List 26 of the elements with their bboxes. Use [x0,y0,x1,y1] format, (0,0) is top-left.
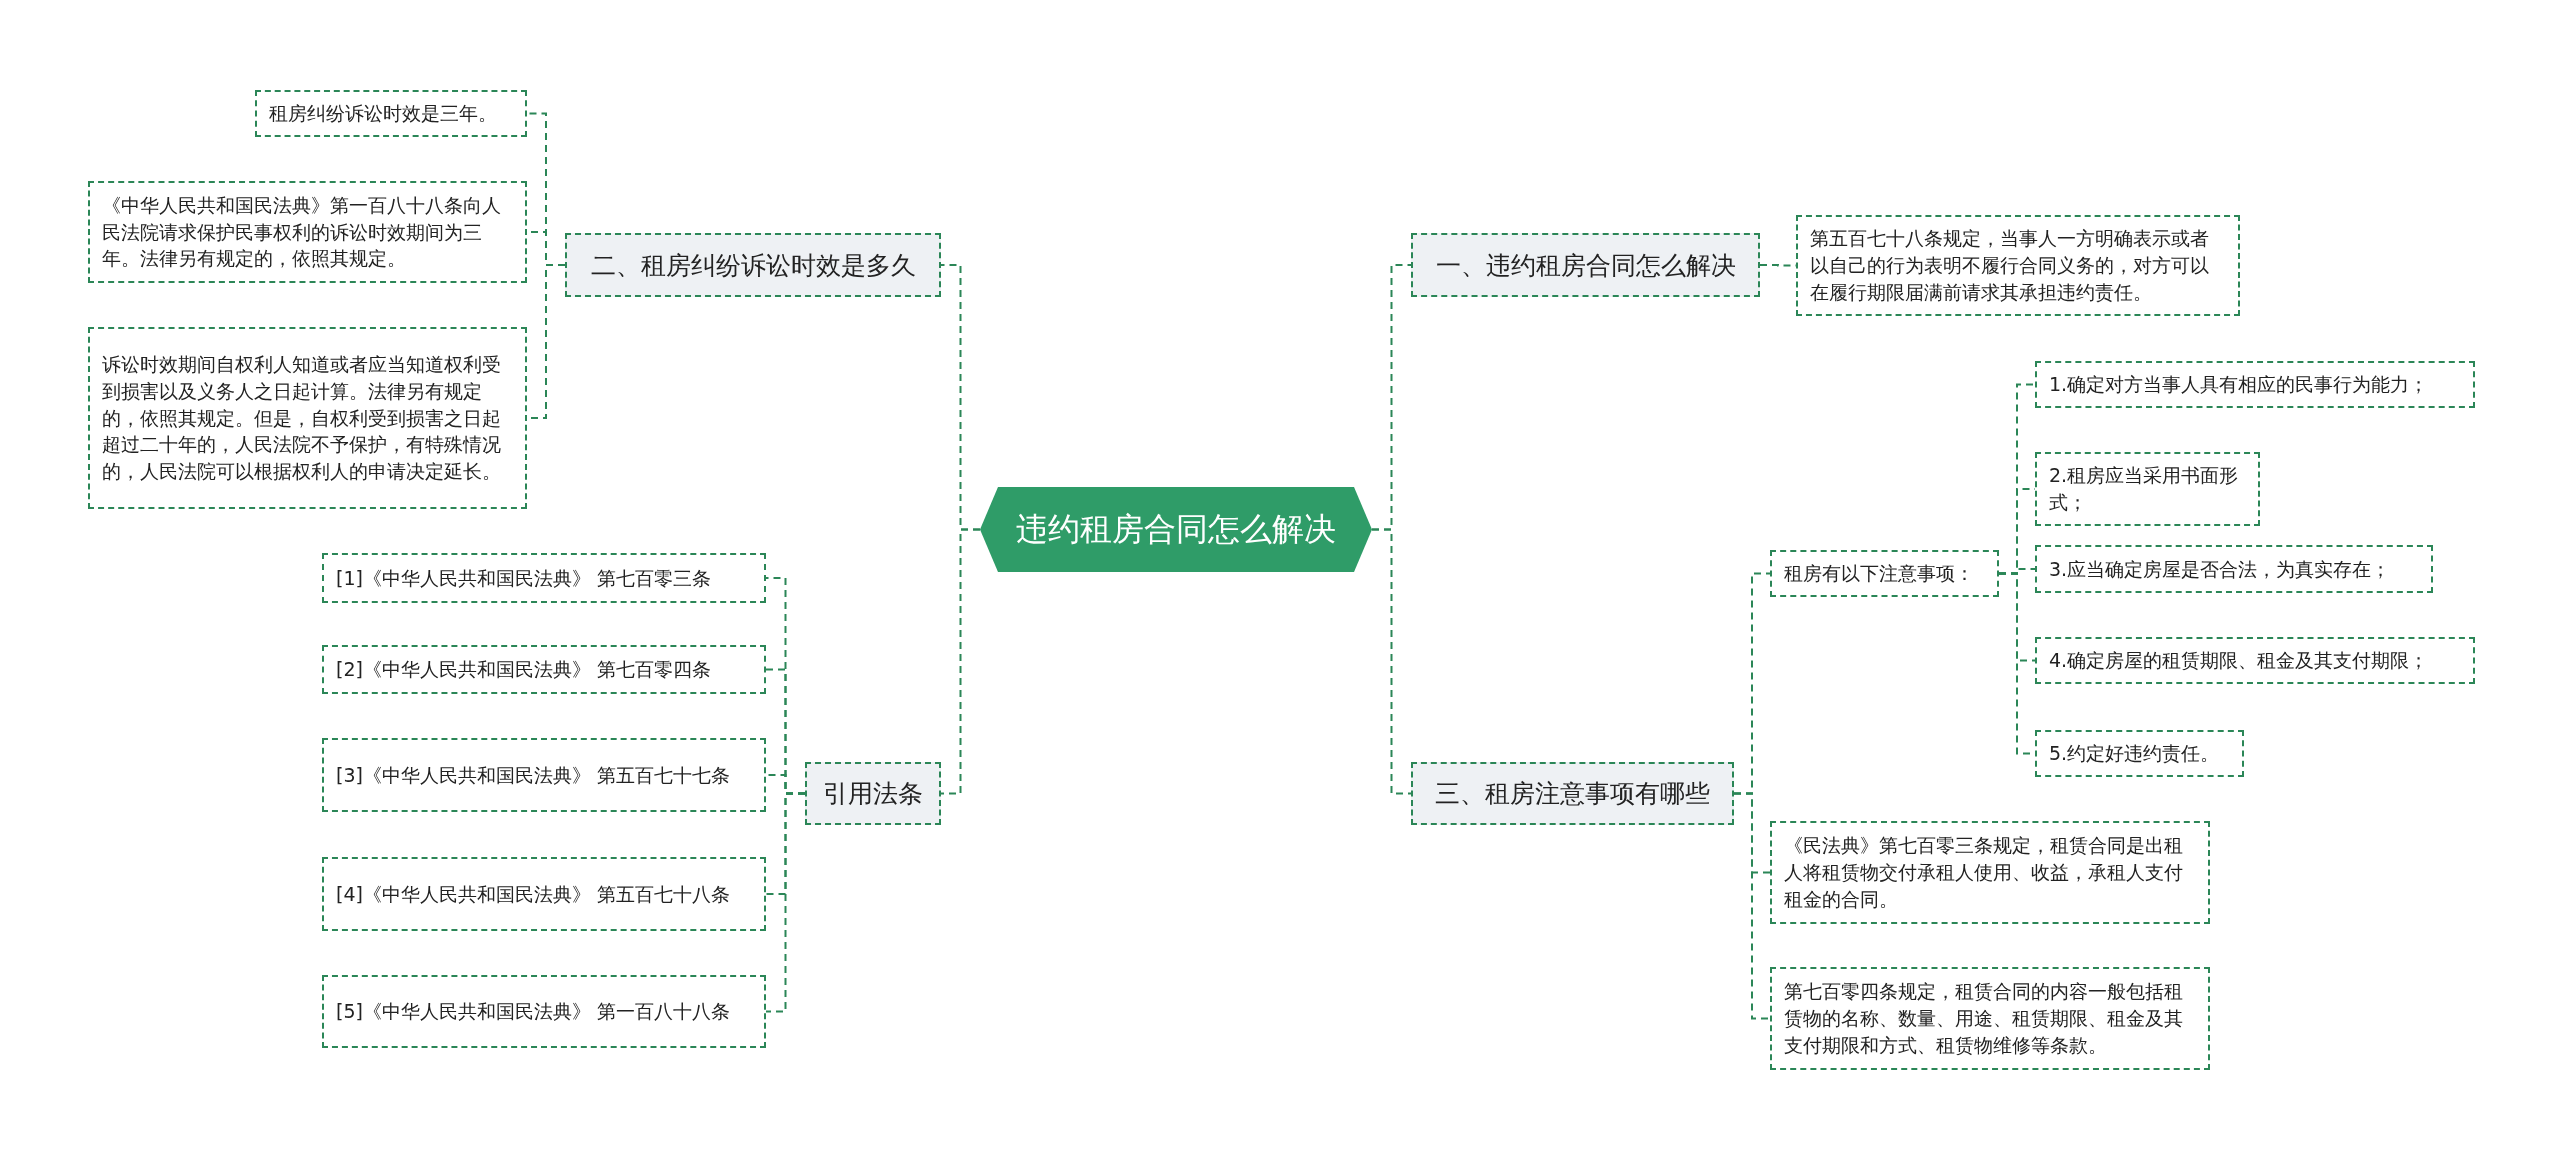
connector-line [765,792,806,1013]
note-box: 4.确定房屋的租赁期限、租金及其支付期限； [2035,637,2475,684]
topic-box: 一、违约租房合同怎么解决 [1411,233,1760,297]
note-box: 《民法典》第七百零三条规定，租赁合同是出租人将租赁物交付承租人使用、收益，承租人支付租金的合同。 [1770,821,2210,924]
note-box: [1]《中华人民共和国民法典》 第七百零三条 [322,553,766,603]
topic-box: 引用法条 [805,762,941,825]
note-box: 第七百零四条规定，租赁合同的内容一般包括租赁物的名称、数量、用途、租赁期限、租金及其支付期限和方式、租赁物维修等条款。 [1770,967,2210,1070]
note-box: 租房纠纷诉讼时效是三年。 [255,90,527,137]
connector-line [1371,528,1412,795]
note-box: [5]《中华人民共和国民法典》 第一百八十八条 [322,975,766,1048]
note-box: 诉讼时效期间自权利人知道或者应当知道权利受到损害以及义务人之日起计算。法律另有规定的，依照其规定。但是，自权利受到损害之日起超过二十年的，人民法院不予保护，有特殊情况的，人民法院可以根据权利人的申请决定延长。 [88,327,527,509]
connector-line [940,528,981,795]
note-box: [3]《中华人民共和国民法典》 第五百七十七条 [322,738,766,812]
note-box: 1.确定对方当事人具有相应的民事行为能力； [2035,361,2475,408]
topic-box: 三、租房注意事项有哪些 [1411,762,1734,825]
connector-line [1733,792,1771,1020]
note-box: 2.租房应当采用书面形式； [2035,452,2260,526]
note-box: [2]《中华人民共和国民法典》 第七百零四条 [322,645,766,694]
topic-box: 二、租房纠纷诉讼时效是多久 [565,233,941,297]
note-box: 租房有以下注意事项： [1770,550,1999,597]
note-box: 第五百七十八条规定，当事人一方明确表示或者以自己的行为表明不履行合同义务的，对方可以在履行期限届满前请求其承担违约责任。 [1796,215,2240,316]
central-topic: 违约租房合同怎么解决 [980,487,1372,572]
note-box: 《中华人民共和国民法典》第一百八十八条向人民法院请求保护民事权利的诉讼时效期间为三年。法律另有规定的，依照其规定。 [88,181,527,283]
note-box: [4]《中华人民共和国民法典》 第五百七十八条 [322,857,766,931]
note-box: 5.约定好违约责任。 [2035,730,2244,777]
note-box: 3.应当确定房屋是否合法，为真实存在； [2035,545,2433,593]
